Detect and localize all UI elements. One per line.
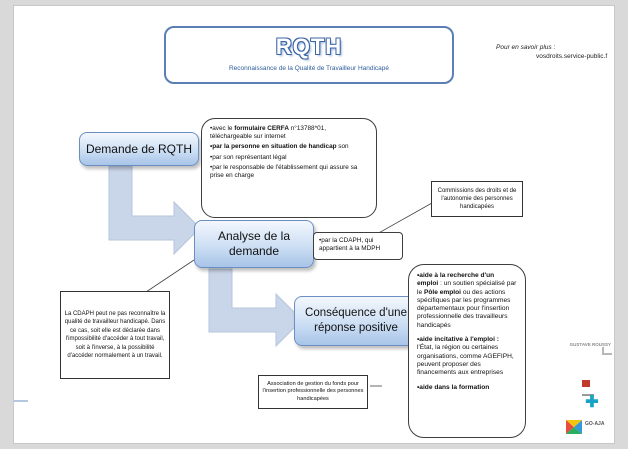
step-demande: Demande de RQTH xyxy=(79,132,199,166)
slide: RQTH Reconnaissance de la Qualité de Tra… xyxy=(13,5,615,444)
demande-details: •avec le formulaire CERFA n°13788*01, té… xyxy=(201,118,377,218)
step-analyse-label: Analyse de la demande xyxy=(217,229,291,258)
consequence-item-incitative: •aide incitative à l'emploi : l'État, la… xyxy=(417,336,514,377)
logo-gustave-roussy: GUSTAVE ROUSSY xyxy=(566,342,612,360)
page-subtitle: Reconnaissance de la Qualité de Travaill… xyxy=(228,65,390,72)
demande-item-cerfa: •avec le formulaire CERFA n°13788*01, té… xyxy=(210,125,326,141)
logo-go-aja: GO-AJA xyxy=(566,420,612,438)
title-box: RQTH Reconnaissance de la Qualité de Tra… xyxy=(164,26,454,84)
demande-item-personne: •par la personne en situation de handica… xyxy=(210,143,349,151)
connector-left-note xyxy=(145,259,195,293)
step-demande-label: Demande de RQTH xyxy=(85,142,193,156)
consequence-item-emploi: •aide à la recherche d'un emploi : un so… xyxy=(417,272,517,329)
consequence-item-formation: •aide dans la formation xyxy=(417,383,490,391)
flow-arrows xyxy=(14,165,433,402)
demande-item-responsable: •par le responsable de l'établissement q… xyxy=(210,163,358,180)
step-consequence: Conséquence d'une réponse positive xyxy=(294,296,418,346)
step-analyse: Analyse de la demande xyxy=(194,220,314,268)
more-info-link[interactable]: vosdroits.service-public.f xyxy=(536,53,608,60)
step-consequence-label: Conséquence d'une réponse positive xyxy=(305,307,407,334)
refusal-note: La CDAPH peut ne pas reconnaître la qual… xyxy=(60,291,170,379)
logo-plus-icon: ✚ xyxy=(585,394,599,411)
go-aja-icon xyxy=(566,420,582,434)
more-info: Pour en savoir plus : vosdroits.service-… xyxy=(496,43,614,61)
go-aja-label: GO-AJA xyxy=(585,421,605,427)
arrow-analyse-to-consequence xyxy=(208,268,303,348)
more-info-label: Pour en savoir plus : xyxy=(496,44,556,51)
analyse-details: •par la CDAPH, qui appartient à la MDPH xyxy=(313,232,403,260)
agefiph-note: Association de gestion du fonds pour l'i… xyxy=(258,375,368,409)
cdaph-note: Commissions des droits et de l'autonomie… xyxy=(431,181,523,217)
consequence-details: •aide à la recherche d'un emploi : un so… xyxy=(408,264,526,438)
page-title: RQTH xyxy=(275,34,343,59)
demande-item-representant: •par son représentant légal xyxy=(210,153,287,161)
arrow-demande-to-analyse xyxy=(108,165,201,256)
logo-red-flag xyxy=(582,374,606,396)
